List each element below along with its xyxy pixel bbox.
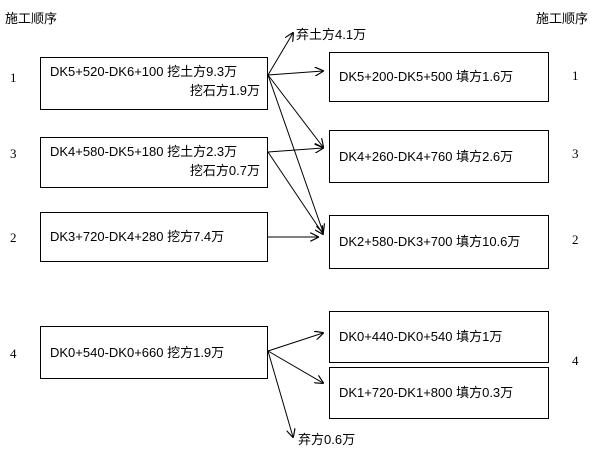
source-box-1-main: DK5+520-DK6+100 挖土方9.3万 bbox=[50, 64, 238, 79]
source-box-2-main: DK4+580-DK5+180 挖土方2.3万 bbox=[50, 144, 238, 159]
source-box-3-main: DK3+720-DK4+280 挖方7.4万 bbox=[50, 229, 225, 244]
spoil-label-1: 弃土方4.1万 bbox=[296, 27, 367, 42]
right-order-2: 3 bbox=[572, 146, 579, 161]
arrow-s1-to-t1 bbox=[267, 71, 323, 75]
target-box-3: DK2+580-DK3+700 填方10.6万 bbox=[329, 215, 549, 269]
header-right: 施工顺序 bbox=[536, 11, 589, 26]
target-box-2-main: DK4+260-DK4+760 填方2.6万 bbox=[339, 148, 514, 164]
target-box-4: DK0+440-DK0+540 填方1万 bbox=[329, 311, 549, 363]
arrow-s2-to-t3 bbox=[267, 151, 323, 234]
target-box-2: DK4+260-DK4+760 填方2.6万 bbox=[329, 130, 549, 183]
target-box-1: DK5+200-DK5+500 填方1.6万 bbox=[329, 52, 549, 102]
target-box-1-main: DK5+200-DK5+500 填方1.6万 bbox=[339, 69, 514, 84]
left-order-3: 2 bbox=[10, 230, 17, 245]
source-box-1: DK5+520-DK6+100 挖土方9.3万 挖石方1.9万 bbox=[40, 57, 268, 110]
source-box-2-extra: 挖石方0.7万 bbox=[189, 163, 260, 178]
arrow-s2-to-t2 bbox=[267, 148, 323, 152]
target-box-5-main: DK1+720-DK1+800 填方0.3万 bbox=[339, 385, 514, 400]
left-order-4: 4 bbox=[10, 346, 17, 361]
arrow-s1-to-t2 bbox=[267, 74, 323, 147]
source-box-4: DK0+540-DK0+660 挖方1.9万 bbox=[40, 326, 268, 379]
arrow-s1-to-spoil1 bbox=[267, 33, 293, 76]
source-box-1-extra: 挖石方1.9万 bbox=[189, 83, 260, 98]
arrow-s4-to-t4 bbox=[267, 333, 323, 352]
target-box-5: DK1+720-DK1+800 填方0.3万 bbox=[329, 367, 549, 419]
source-box-3: DK3+720-DK4+280 挖方7.4万 bbox=[40, 212, 268, 262]
arrow-s4-to-t5 bbox=[267, 350, 323, 383]
left-order-2: 3 bbox=[10, 146, 17, 161]
arrow-s1-to-t3 bbox=[267, 74, 323, 232]
target-box-4-main: DK0+440-DK0+540 填方1万 bbox=[339, 329, 503, 344]
right-order-1: 1 bbox=[572, 68, 579, 83]
source-box-2: DK4+580-DK5+180 挖土方2.3万 挖石方0.7万 bbox=[40, 137, 268, 188]
source-box-4-main: DK0+540-DK0+660 挖方1.9万 bbox=[50, 344, 225, 360]
left-order-1: 1 bbox=[10, 70, 17, 85]
spoil-label-2: 弃方0.6万 bbox=[298, 432, 356, 447]
header-left: 施工顺序 bbox=[5, 11, 58, 26]
right-order-4: 4 bbox=[572, 353, 579, 368]
target-box-3-main: DK2+580-DK3+700 填方10.6万 bbox=[339, 234, 521, 249]
right-order-3: 2 bbox=[572, 232, 579, 247]
arrow-s4-to-spoil2 bbox=[267, 350, 293, 437]
